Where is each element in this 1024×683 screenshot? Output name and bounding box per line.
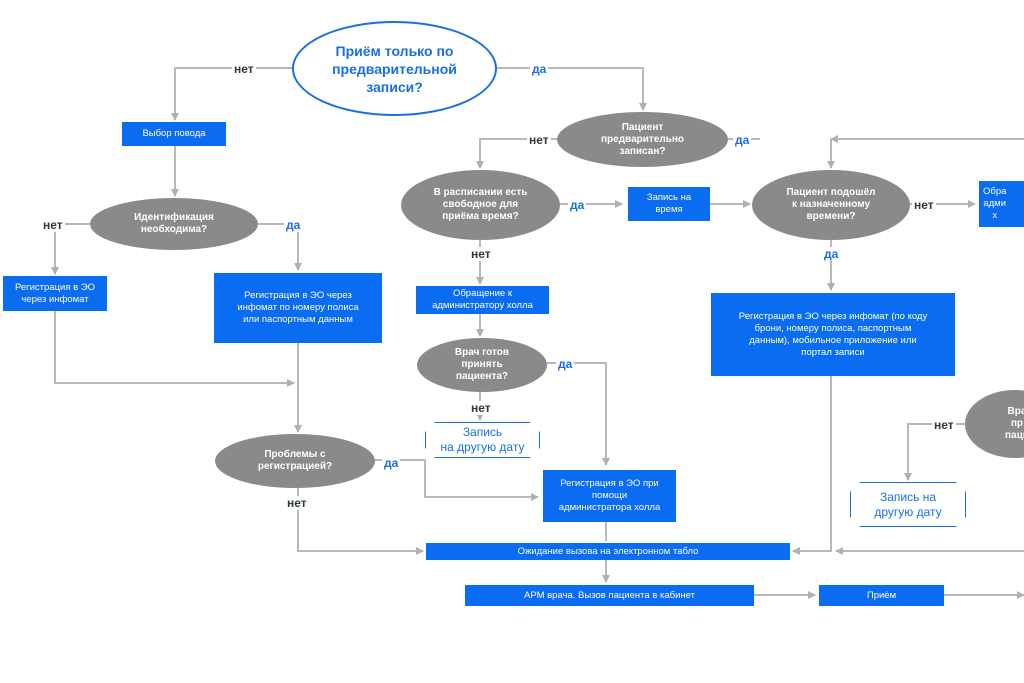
label-doctor-yes: да [556, 357, 575, 371]
label-booked-no: нет [527, 133, 551, 147]
book-time-box: Запись на время [628, 187, 710, 221]
label-start-yes: да [530, 62, 549, 76]
registration-policy-box: Регистрация в ЭО через инфомат по номеру… [214, 273, 382, 343]
label-problems-no: нет [285, 496, 309, 510]
pre-booked-decision: Пациент предварительно записан? [557, 112, 728, 167]
waiting-screen-box: Ожидание вызова на электронном табло [426, 543, 790, 560]
label-came-no: нет [912, 198, 936, 212]
label-slot-no: нет [469, 247, 493, 261]
registration-full-box: Регистрация в ЭО через инфомат (по коду … [711, 293, 955, 376]
reason-selection-box: Выбор повода [122, 122, 226, 146]
registration-admin-box: Регистрация в ЭО при помощи администрато… [543, 470, 676, 522]
label-booked-yes: да [733, 133, 752, 147]
label-right-no: нет [932, 418, 956, 432]
free-slot-decision: В расписании есть свободное для приёма в… [401, 170, 560, 240]
label-start-no: нет [232, 62, 256, 76]
label-id-no: нет [41, 218, 65, 232]
identification-decision: Идентификация необходима? [90, 198, 258, 250]
start-question: Приём только по предварительной записи? [292, 21, 497, 116]
came-on-time-decision: Пациент подошёл к назначенному времени? [752, 170, 910, 240]
registration-problems-decision: Проблемы с регистрацией? [215, 434, 375, 488]
other-date-terminal-1: Запись на другую дату [425, 422, 540, 458]
hall-admin-box: Обращение к администратору холла [416, 286, 549, 314]
right-admin-box: Обра адми х [979, 181, 1024, 227]
reception-box: Приём [819, 585, 944, 606]
registration-kiosk-box: Регистрация в ЭО через инфомат [3, 276, 107, 311]
doctor-workplace-box: АРМ врача. Вызов пациента в кабинет [465, 585, 754, 606]
label-came-yes: да [822, 247, 841, 261]
other-date-terminal-2: Запись на другую дату [850, 482, 966, 527]
label-problems-yes: да [382, 456, 401, 470]
label-doctor-no: нет [469, 401, 493, 415]
doctor-ready-decision: Врач готов принять пациента? [417, 338, 547, 392]
label-id-yes: да [284, 218, 303, 232]
label-slot-yes: да [568, 198, 587, 212]
